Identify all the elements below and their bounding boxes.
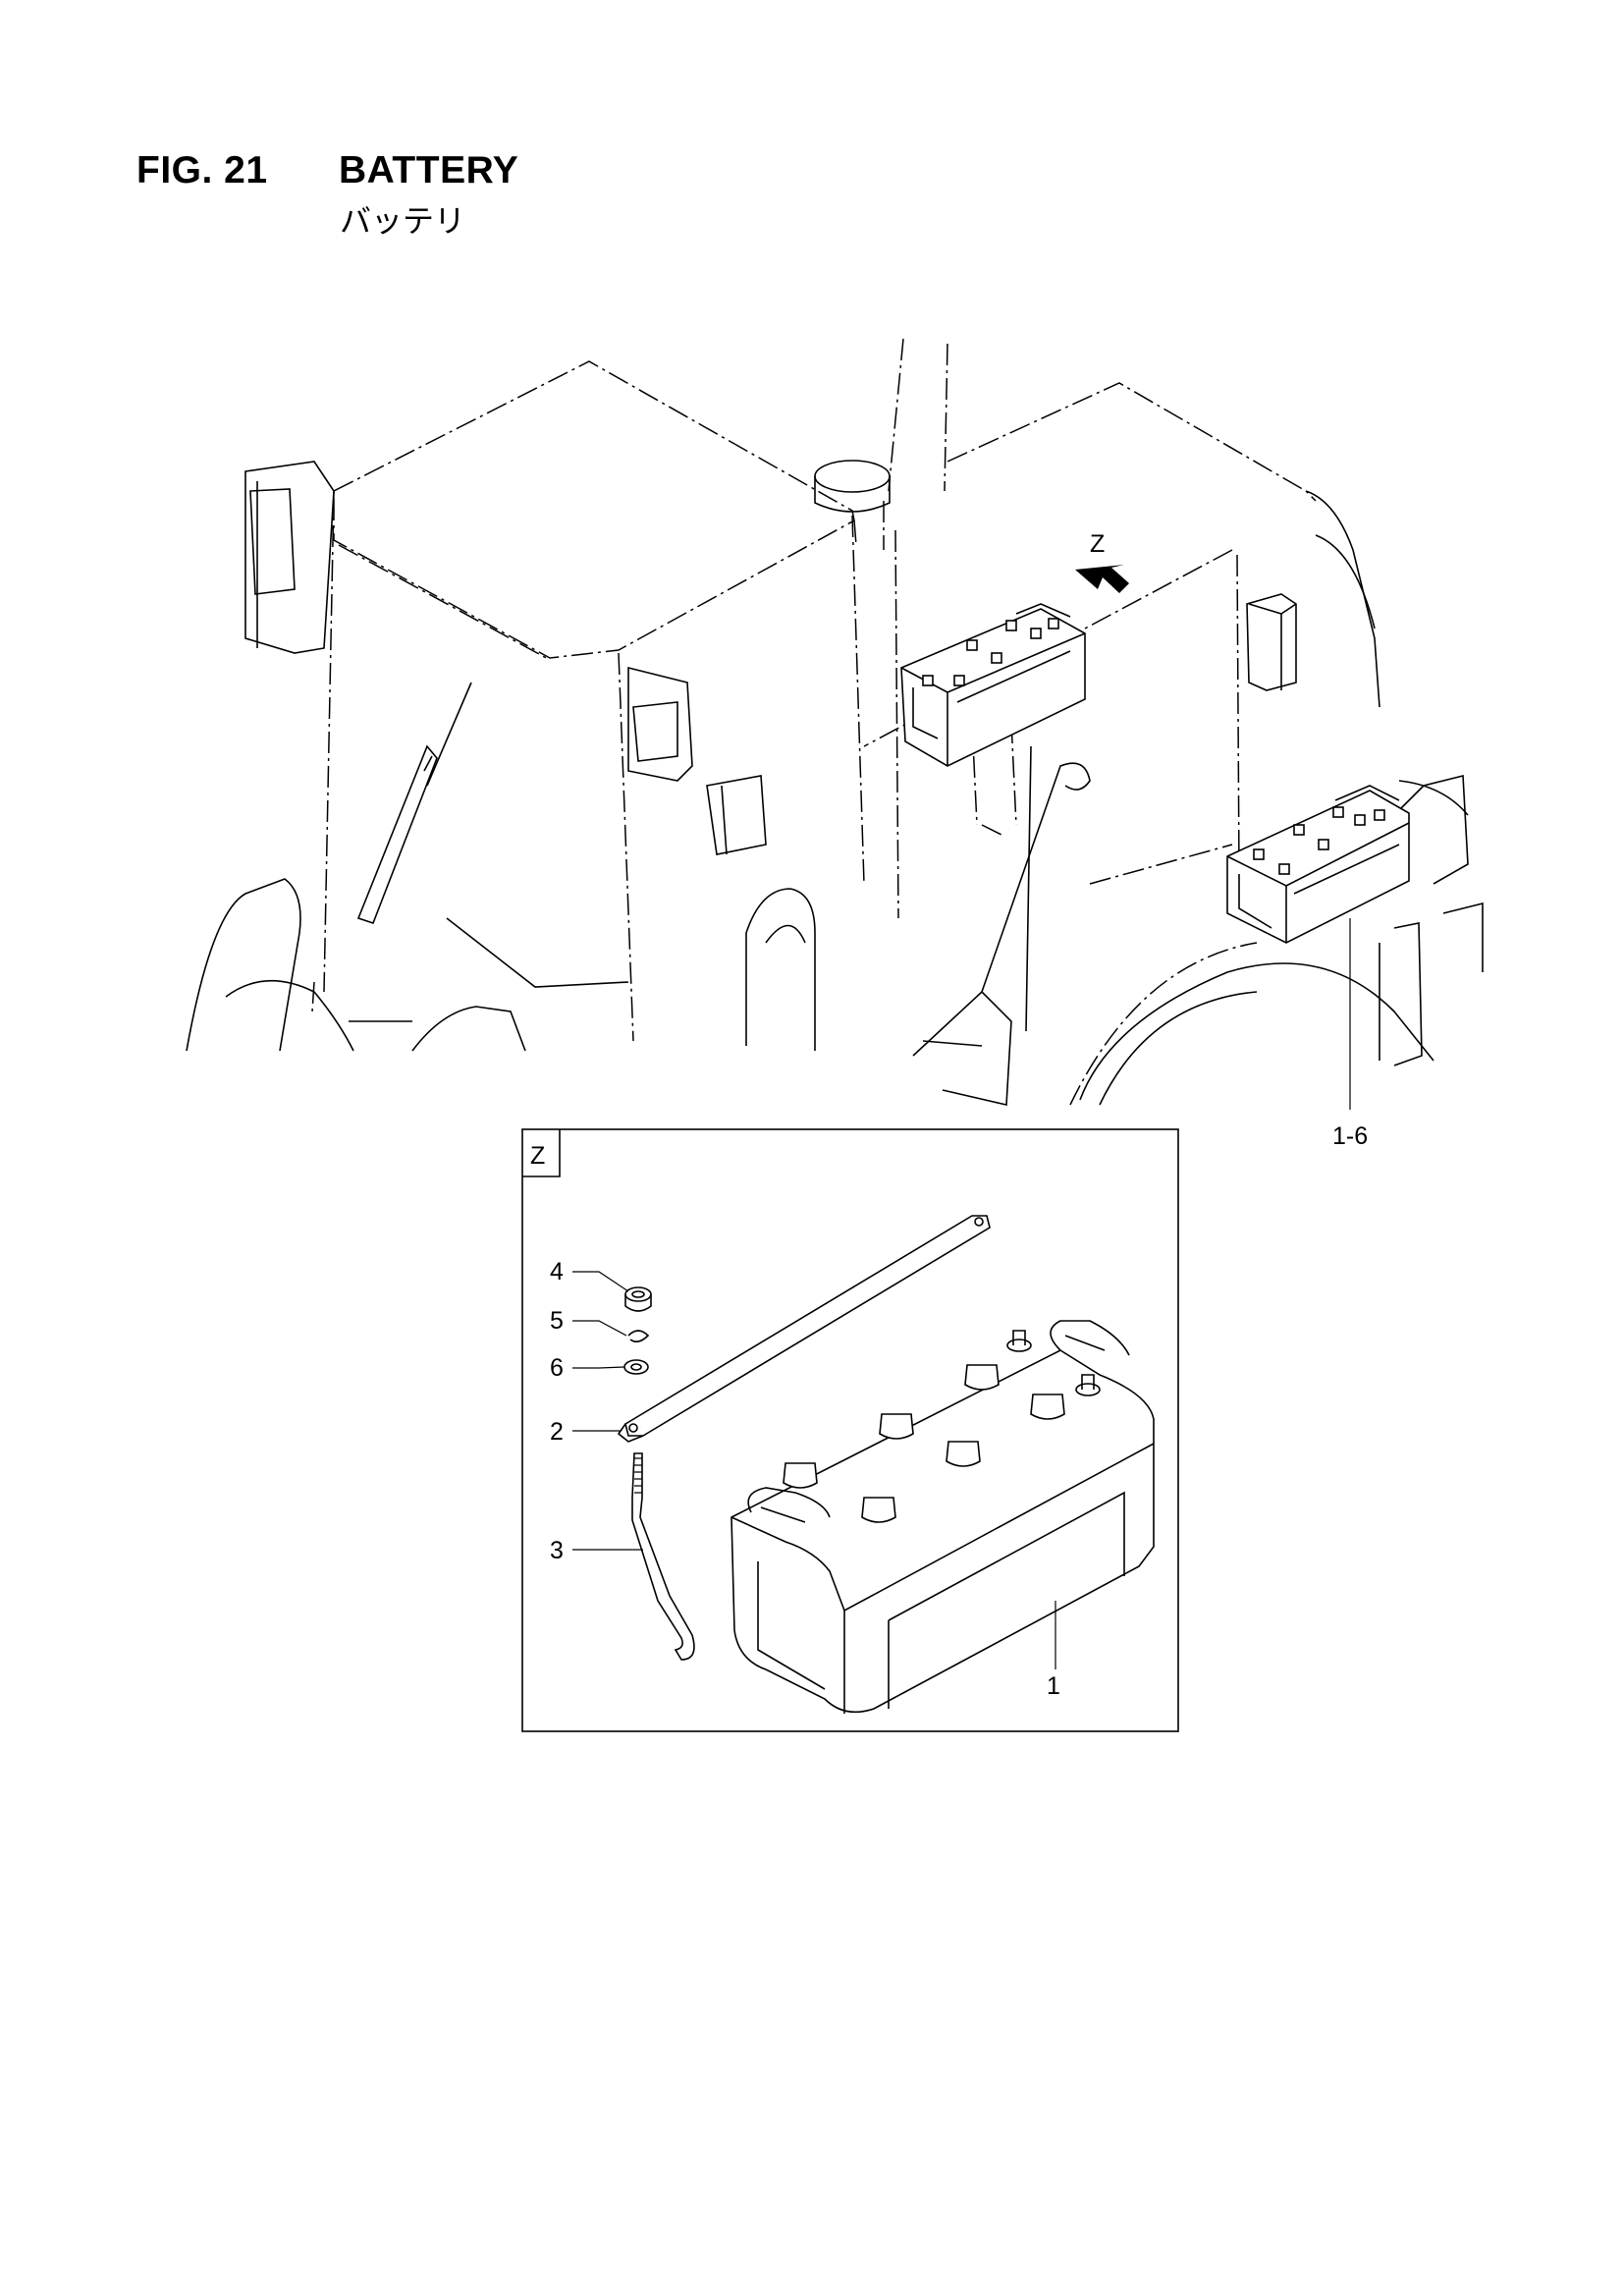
battery-overview-lower	[1226, 785, 1410, 944]
figure-subtitle: バッテリ	[340, 202, 466, 240]
callout-label-6: 6	[550, 1354, 564, 1382]
figure-number: FIG. 21	[136, 149, 268, 191]
battery-terminal	[1006, 1330, 1101, 1396]
battery-cap	[783, 1364, 1065, 1523]
battery-detail-part	[730, 1320, 1155, 1714]
view-arrow-z: Z	[1075, 530, 1129, 593]
callout-label-4: 4	[550, 1258, 564, 1285]
callout-label-2: 2	[550, 1418, 564, 1446]
callout-label-1: 1	[1047, 1672, 1060, 1700]
flat-washer-part	[623, 1359, 649, 1375]
callout-label-5: 5	[550, 1307, 564, 1335]
callout-1-6: 1-6	[1332, 918, 1368, 1150]
nut-part	[624, 1286, 652, 1312]
callout-label-1-6: 1-6	[1332, 1122, 1368, 1150]
battery-overview-upper	[900, 603, 1086, 767]
figure-title: BATTERY	[339, 149, 519, 191]
view-arrow-label: Z	[1090, 530, 1105, 558]
detail-box-label: Z	[530, 1142, 545, 1170]
j-bolt-part	[631, 1452, 695, 1661]
machine-outline	[186, 338, 1484, 1106]
callout-label-3: 3	[550, 1537, 564, 1564]
spring-washer-part	[627, 1330, 650, 1343]
detail-view-z: Z	[521, 1128, 1179, 1732]
